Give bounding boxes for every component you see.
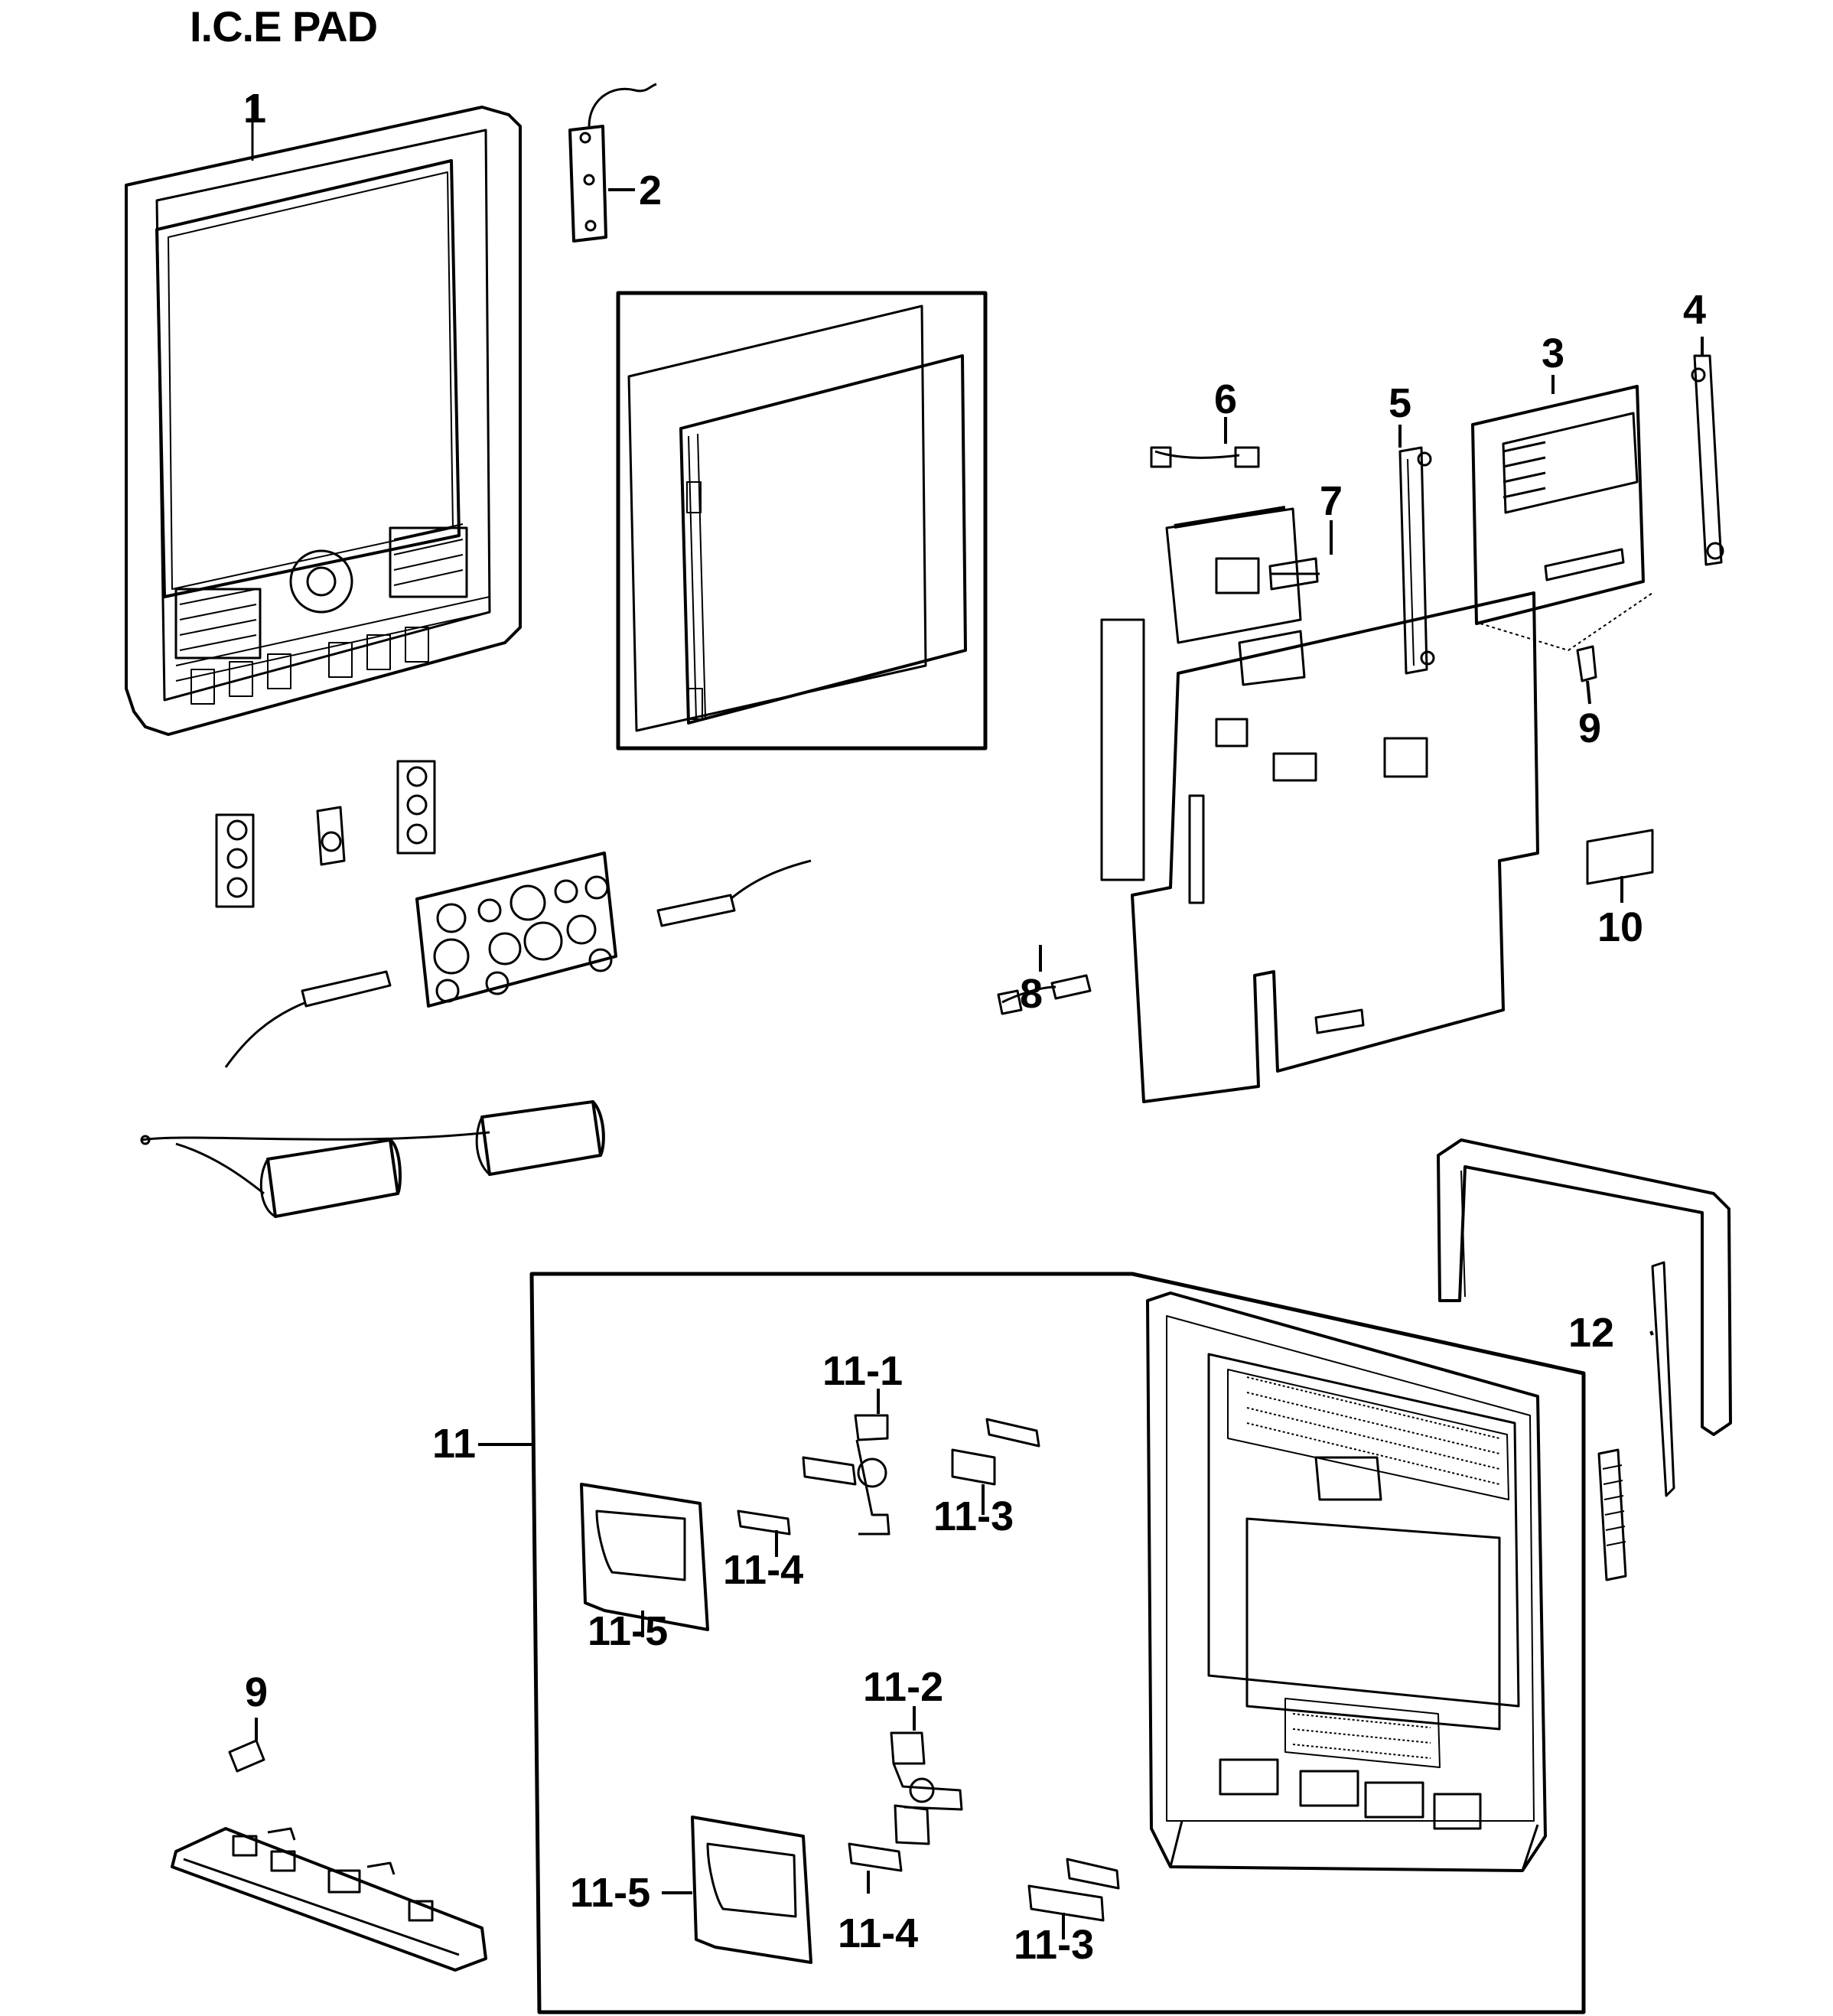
callout-11-5-top: 11-5	[588, 1608, 669, 1654]
callout-4: 4	[1683, 287, 1707, 333]
leader-lines	[1039, 375, 1654, 1336]
callout-9-top: 9	[1578, 705, 1602, 751]
part-4-rod	[1691, 337, 1724, 566]
part-12-inner-panel	[1437, 1138, 1732, 1581]
callout-11-5-bottom: 11-5	[570, 1870, 651, 1916]
callout-9-bottom: 9	[245, 1669, 269, 1715]
callout-3: 3	[1542, 331, 1565, 376]
callout-11-4-top: 11-4	[723, 1547, 804, 1593]
callout-11-1: 11-1	[822, 1348, 903, 1394]
callout-5: 5	[1389, 380, 1412, 426]
callout-6: 6	[1214, 376, 1238, 422]
part-11-box	[478, 1272, 1586, 2014]
callout-7: 7	[1320, 478, 1343, 524]
callout-11-3-bottom: 11-3	[1014, 1922, 1095, 1968]
pcb-assembly	[997, 446, 1539, 1103]
part-5-bar	[1398, 446, 1435, 675]
part-2-bracket	[568, 83, 657, 243]
callout-8: 8	[1020, 971, 1043, 1017]
part-10-pad	[1586, 829, 1654, 903]
keypad-cluster	[215, 760, 812, 1068]
callout-10: 10	[1597, 904, 1644, 950]
callout-11-4-bottom: 11-4	[838, 1910, 919, 1956]
bottom-cover	[171, 1718, 487, 1972]
callout-12: 12	[1568, 1310, 1615, 1356]
callout-11: 11	[432, 1421, 477, 1467]
callout-2: 2	[639, 168, 663, 213]
callout-11-3-top: 11-3	[933, 1493, 1014, 1539]
panel-box	[616, 291, 988, 751]
part-3-board	[1471, 385, 1653, 705]
callout-11-2: 11-2	[863, 1664, 944, 1710]
part-1-front-frame	[125, 96, 522, 736]
callout-1: 1	[243, 86, 267, 132]
sensor-blocks	[140, 1100, 605, 1218]
diagram-title: I.C.E PAD	[190, 2, 378, 50]
